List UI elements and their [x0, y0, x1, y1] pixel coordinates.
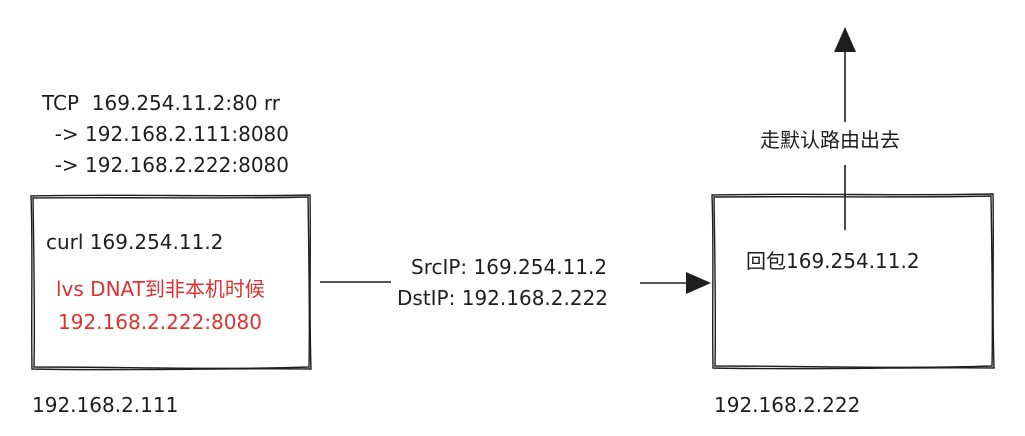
default-route-arrow-head: [834, 27, 856, 52]
lvs-rule-line-3: -> 192.168.2.222:8080: [42, 153, 290, 177]
dnat-note-line-1: lvs DNAT到非本机时候: [56, 277, 265, 301]
packet-arrow-head: [686, 272, 711, 294]
packet-arrow: [320, 281, 690, 284]
dnat-note-line-2: 192.168.2.222:8080: [58, 310, 262, 334]
left-host-box: [30, 194, 312, 371]
lvs-rule-line-2: -> 192.168.2.111:8080: [42, 122, 290, 146]
reply-label: 回包169.254.11.2: [746, 249, 920, 273]
default-route-label: 走默认路由出去: [760, 128, 900, 152]
curl-command: curl 169.254.11.2: [46, 230, 224, 254]
lvs-rule-line-1: TCP 169.254.11.2:80 rr: [42, 91, 281, 115]
packet-dst-ip: DstIP: 192.168.2.222: [397, 286, 609, 310]
packet-src-ip: SrcIP: 169.254.11.2: [411, 255, 608, 279]
right-host-ip: 192.168.2.222: [714, 393, 861, 417]
left-host-ip: 192.168.2.111: [32, 393, 179, 417]
right-host-box: [711, 193, 995, 370]
